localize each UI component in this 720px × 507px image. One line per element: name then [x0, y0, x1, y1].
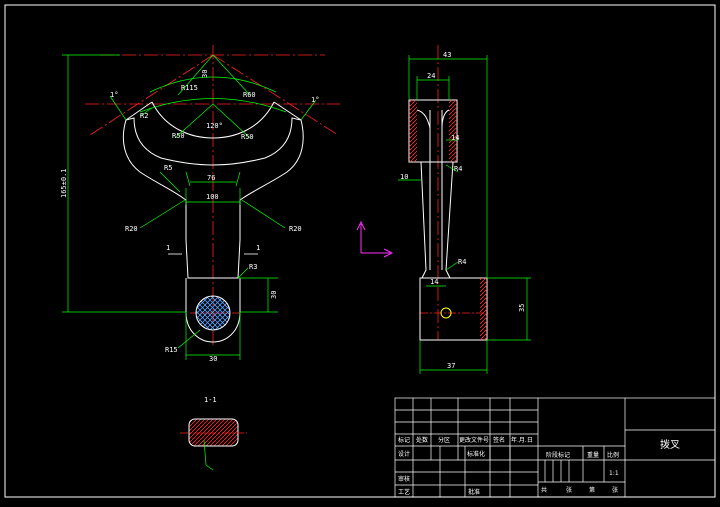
dim-angle: 120°: [206, 122, 223, 130]
dim-r3: R3: [249, 263, 257, 271]
tb-sheet-word2: 张: [612, 486, 618, 494]
dim-overall-height: 165±0.1: [60, 168, 68, 198]
dim-76: 76: [207, 174, 215, 182]
dim-r2: R2: [140, 112, 148, 120]
drawing-border: [4, 4, 716, 498]
dim-h30: 30: [270, 291, 278, 299]
dim-37: 37: [447, 362, 455, 370]
dim-35: 35: [518, 304, 526, 312]
tb-header-change: 更改文件号: [459, 436, 489, 444]
dim-24: 24: [427, 72, 435, 80]
tb-scale-label: 比例: [607, 451, 619, 459]
dim-r4-lower: R4: [458, 258, 466, 266]
side-stem: [420, 110, 454, 279]
tb-weight: 重量: [587, 451, 599, 459]
side-view: 43 24 14 10 R4 R4 14 35 37: [398, 45, 531, 374]
fork-top-edges: [125, 101, 302, 121]
tb-stage-mark: 阶段标记: [546, 451, 570, 459]
dim-43: 43: [443, 51, 451, 59]
dim-14: 14: [451, 134, 459, 142]
ucs-icon: [356, 220, 394, 258]
tb-designer: 设计: [398, 450, 410, 458]
dim-r60: R60: [243, 91, 256, 99]
section-mark-right: 1: [256, 244, 260, 252]
dim-10: 10: [400, 173, 408, 181]
tb-sheet-no: 第: [589, 486, 595, 494]
tb-header-date: 年.月.日: [511, 436, 533, 444]
dim-100: 100: [206, 193, 219, 201]
centerline-diag-right: [212, 54, 339, 136]
section-mark-left: 1: [166, 244, 170, 252]
dimline-r60-arc: [139, 98, 287, 113]
tb-approve: 批准: [468, 488, 480, 496]
dim-angle-right: 1°: [311, 96, 319, 104]
tb-header-count: 处数: [416, 436, 428, 444]
dim-top-30: 30: [201, 70, 209, 78]
dim-r20-left: R20: [125, 225, 138, 233]
section-shape: [188, 418, 239, 447]
section-view: 1-1: [180, 396, 247, 471]
fork-outline: [122, 117, 304, 279]
dim-r15: R15: [165, 346, 178, 354]
dim-r115: R115: [181, 84, 198, 92]
front-view: 165±0.1 R115 R60 30 R2 R50 120° R50 R5 7…: [60, 45, 340, 363]
tb-process: 工艺: [398, 488, 410, 496]
dim-r4-upper: R4: [454, 165, 462, 173]
dim-r5: R5: [164, 164, 172, 172]
tb-sheet-word: 张: [566, 486, 572, 494]
tb-reviewer: 审核: [398, 475, 410, 483]
fork-inner-arc: [151, 101, 275, 139]
dim-angle-left: 1°: [110, 91, 118, 99]
hub-outline: [185, 278, 241, 343]
title-block-text: 标记 处数 分区 更改文件号 签名 年.月.日 设计 标准化 审核 工艺 批准 …: [398, 436, 680, 496]
hub-hole-hatched: [195, 295, 231, 331]
title-block: [394, 397, 716, 498]
dim-r50-left: R50: [172, 132, 185, 140]
dim-r50-right: R50: [241, 133, 254, 141]
centerline-diag-left: [89, 54, 214, 136]
part-name: 拨叉: [660, 438, 680, 451]
dim-w14: 14: [430, 278, 438, 286]
side-hub: [419, 277, 488, 341]
tb-header-sign: 签名: [493, 436, 505, 444]
dim-r20-right: R20: [289, 225, 302, 233]
tb-scale-value: 1:1: [609, 470, 619, 477]
tb-sheet-total: 共: [541, 486, 547, 494]
tb-header-zone: 分区: [438, 436, 450, 444]
tb-standardization: 标准化: [467, 450, 485, 458]
side-hole: [440, 307, 452, 319]
tb-header-mark: 标记: [398, 436, 410, 444]
section-label: 1-1: [204, 396, 217, 404]
dim-w30: 30: [209, 355, 217, 363]
dimline-r115-arc: [149, 76, 277, 93]
